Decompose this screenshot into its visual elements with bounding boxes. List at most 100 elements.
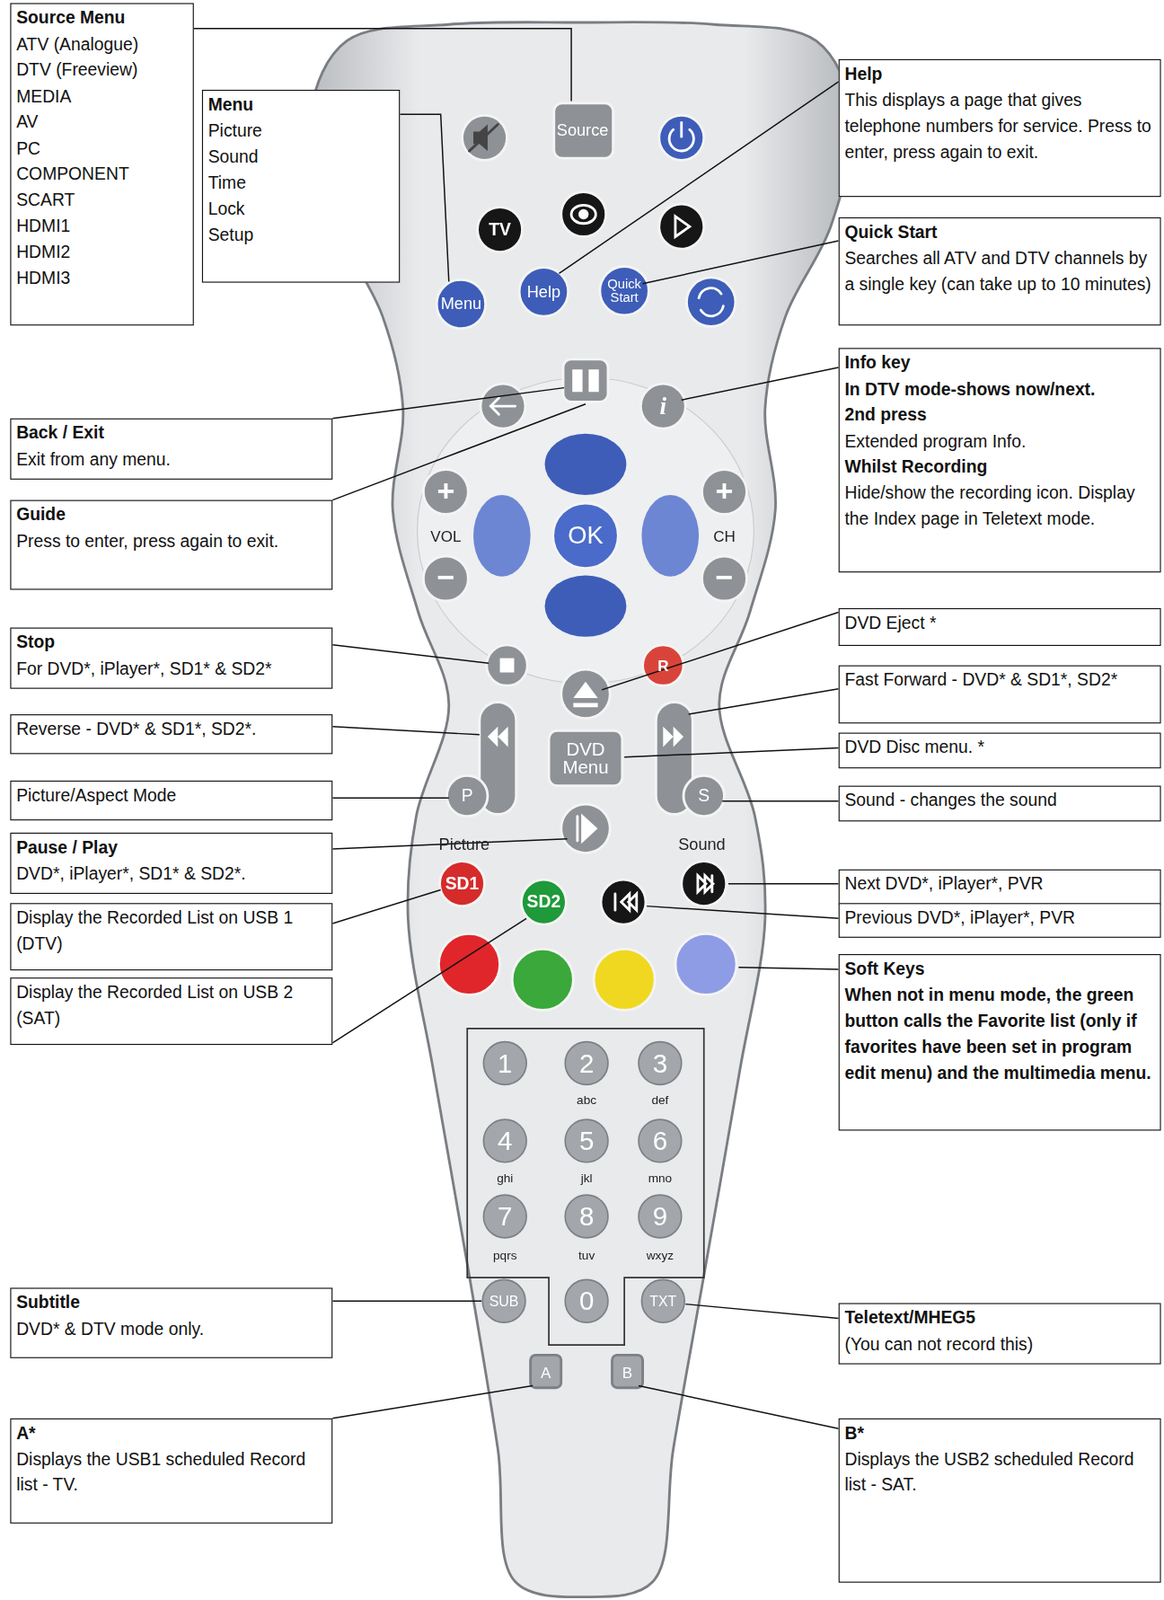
info-button [640, 383, 686, 429]
dpad-up [545, 433, 627, 495]
button-label: A [520, 1364, 572, 1380]
callout-text: Back / Exit [16, 420, 327, 447]
callout-text: DVD Eject * [844, 609, 1155, 636]
callout-text: Teletext/MHEG5 [844, 1305, 1155, 1332]
callout-text: Time [208, 169, 395, 196]
ch-down-button [701, 555, 747, 601]
button-label: 5 [561, 1127, 613, 1155]
callout-box: B*Displays the USB2 scheduled Record lis… [838, 1418, 1162, 1583]
vol-down-button [423, 555, 468, 601]
eye-icon [571, 204, 596, 223]
ok-button [553, 502, 619, 569]
rewind-icon [487, 726, 509, 748]
quick-start-button [599, 265, 650, 316]
callout-text: DVD Disc menu. * [844, 734, 1155, 761]
leader-line [685, 1304, 838, 1319]
button-label: SD2 [523, 892, 565, 910]
callout-box: MenuPictureSoundTimeLockSetup [202, 89, 400, 283]
leader-line [332, 1384, 533, 1418]
back-arrow [490, 397, 515, 415]
refresh-button [686, 277, 736, 327]
stop-button [486, 644, 528, 686]
help-button [519, 267, 569, 318]
callout-box: Soft KeysWhen not in menu mode, the gree… [838, 953, 1162, 1131]
leader-line [332, 404, 586, 501]
play-pause-button [561, 803, 611, 854]
eject-icon [573, 681, 598, 707]
leader-line [638, 1384, 839, 1429]
callout-text: Searches all ATV and DTV channels by a s… [844, 245, 1155, 298]
callout-text: Display the Recorded List on USB 1 (DTV) [16, 904, 327, 957]
callout-text: Displays the USB1 scheduled Record list … [16, 1446, 327, 1499]
callout-text: DVD* & DTV mode only. [16, 1315, 327, 1342]
callout-text: ATV (Analogue) [16, 31, 188, 58]
callout-box: Previous DVD*, iPlayer*, PVR [838, 902, 1162, 938]
button-label: + [708, 475, 740, 506]
power-button [659, 114, 705, 160]
callout-text: Sound [208, 143, 395, 170]
callout-text: Info key [844, 350, 1155, 377]
button-label: − [430, 562, 461, 593]
callout-text: Reverse - DVD* & SD1*, SD2*. [16, 715, 327, 742]
button-label: jkl [561, 1172, 613, 1185]
leader-line [332, 388, 565, 419]
dpad-left [473, 494, 531, 577]
callout-box: Pause / PlayDVD*, iPlayer*, SD1* & SD2*. [9, 832, 333, 894]
button-label: 3 [634, 1049, 686, 1077]
button-label: SUB [478, 1293, 530, 1308]
menu-button [436, 279, 486, 329]
button-label: 8 [561, 1202, 613, 1230]
callout-box: Source MenuATV (Analogue)DTV (Freeview)M… [9, 2, 194, 326]
callout-box: Back / ExitExit from any menu. [9, 418, 333, 480]
callout-text: B* [844, 1419, 1155, 1447]
tv-button [477, 207, 523, 253]
button-label: tuv [561, 1248, 613, 1261]
callout-text: This displays a page that gives telephon… [844, 87, 1155, 166]
button-label: Quick Start [603, 277, 644, 305]
button-label: wxyz [634, 1248, 686, 1261]
blue-soft-key [675, 933, 737, 995]
callout-text: HDMI3 [16, 264, 188, 291]
button-label: + [430, 475, 461, 506]
callout-box: StopFor DVD*, iPlayer*, SD1* & SD2* [9, 627, 333, 689]
button-label: Source [555, 122, 610, 139]
callout-box: DVD Disc menu. * [838, 732, 1162, 769]
stop-icon [500, 658, 515, 673]
button-label: 1 [479, 1049, 531, 1077]
button-label: 4 [479, 1127, 531, 1155]
refresh-arc [700, 306, 724, 317]
leader-line [643, 240, 839, 284]
button-label: 7 [479, 1202, 531, 1230]
button-label: VOL [425, 528, 467, 544]
callout-text: Extended program Info. [844, 427, 1155, 454]
fast-forward-icon [662, 726, 684, 748]
callout-text: PC [16, 135, 188, 162]
black-button [561, 192, 607, 238]
callout-text: 2nd press [844, 402, 1155, 429]
button-label: Picture [433, 836, 495, 853]
leader-line [738, 967, 838, 970]
callout-text: Help [844, 61, 1155, 88]
callout-text: Hide/show the recording icon. Display th… [844, 479, 1155, 532]
keypad-outline [467, 1028, 705, 1345]
callout-text: DVD*, iPlayer*, SD1* & SD2*. [16, 860, 327, 887]
callout-text: AV [16, 109, 188, 136]
sd2-button [520, 879, 566, 925]
button-label: SD1 [441, 874, 483, 892]
callout-text: MEDIA [16, 83, 188, 110]
refresh-arc [698, 288, 722, 299]
callout-text: Lock [208, 195, 395, 222]
callout-text: HDMI2 [16, 238, 188, 265]
leader-line [558, 81, 838, 274]
leader-line [728, 882, 839, 884]
callout-box: SubtitleDVD* & DTV mode only. [9, 1287, 333, 1358]
sound-button [683, 775, 724, 816]
leader-line [601, 612, 839, 690]
callout-box: Fast Forward - DVD* & SD1*, SD2* [838, 665, 1162, 724]
callout-text: Fast Forward - DVD* & SD1*, SD2* [844, 667, 1155, 694]
guide-button [563, 359, 609, 403]
callout-text: A* [16, 1419, 327, 1447]
callout-text: Subtitle [16, 1289, 327, 1316]
leader-line [624, 748, 839, 758]
callout-text: Display the Recorded List on USB 2 (SAT) [16, 978, 327, 1032]
